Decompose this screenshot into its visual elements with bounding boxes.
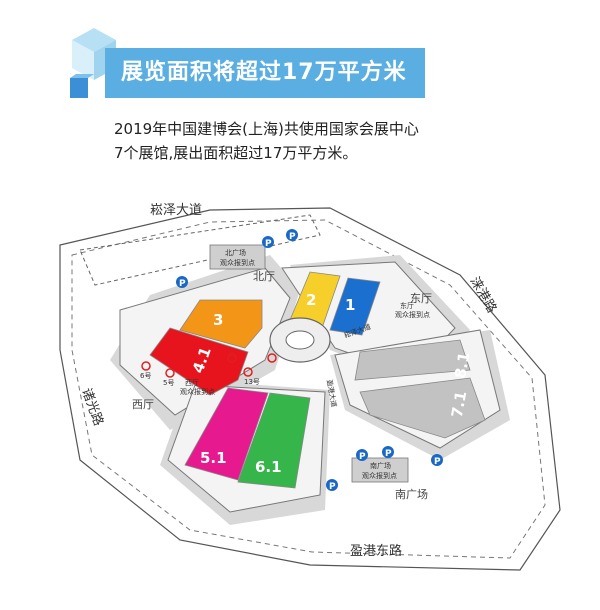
gate-13: 13号 (243, 367, 260, 386)
east-registration[interactable]: 东厅 观众报到点 (395, 301, 430, 319)
north-lot (79, 214, 321, 286)
gate-red-a (227, 353, 237, 363)
hall-2-label: 2 (306, 291, 316, 309)
description-line-2: 7个展馆,展出面积超过17万平方米。 (114, 144, 358, 162)
parking-icon-3: P (176, 276, 188, 289)
road-south: 盈港东路 (350, 543, 402, 559)
parking-icon-4: P (326, 479, 338, 492)
hall-1-label: 1 (345, 296, 355, 314)
hall-6-1[interactable]: 6.1 (237, 392, 311, 489)
outer-road-dashed (71, 219, 546, 559)
hall-7-1-label: 7.1 (448, 390, 470, 419)
hall-5-1[interactable]: 5.1 (184, 387, 269, 481)
hall-7-1[interactable]: 7.1 (359, 377, 486, 439)
svg-text:北广场: 北广场 (225, 248, 246, 257)
central-plaza (269, 317, 331, 363)
svg-text:涞港路: 涞港路 (467, 274, 500, 316)
hall-3[interactable]: 3 (179, 299, 263, 349)
svg-text:观众报到点: 观众报到点 (220, 258, 255, 267)
site-boundary (59, 207, 561, 571)
west-registration[interactable]: 西厅 观众报到点 (180, 379, 215, 396)
svg-text:5号: 5号 (163, 379, 174, 387)
road-north: 崧泽大道 (150, 203, 202, 218)
hall-1[interactable]: 1 (329, 277, 381, 336)
svg-text:西厅: 西厅 (185, 379, 199, 387)
east-hall-label: 东厅 (410, 292, 432, 305)
gate-5: 5号 (163, 368, 175, 387)
svg-text:观众报到点: 观众报到点 (395, 310, 430, 319)
svg-text:东厅: 东厅 (400, 301, 414, 310)
svg-text:6号: 6号 (140, 372, 151, 380)
parking-icon-7: P (431, 454, 443, 467)
svg-text:P: P (329, 482, 336, 492)
description: 2019年中国建博会(上海)共使用国家会展中心 7个展馆,展出面积超过17万平方… (114, 117, 444, 165)
hall-8-1-label: 8.1 (451, 351, 473, 380)
svg-text:P: P (289, 232, 296, 242)
svg-text:13号: 13号 (244, 378, 260, 386)
description-line-1: 2019年中国建博会(上海)共使用国家会展中心 (114, 120, 419, 138)
road-east: 涞港路 (467, 274, 500, 316)
parking-icon-1: P (262, 236, 274, 249)
page-title: 展览面积将超过17万平方米 (105, 48, 425, 98)
hall-8-1[interactable]: 8.1 (354, 339, 473, 381)
svg-text:P: P (434, 457, 441, 467)
hall-4-1[interactable]: 4.1 (149, 327, 249, 396)
north-hall-label: 北厅 (253, 270, 275, 283)
parking-icon-6: P (382, 446, 394, 459)
svg-text:P: P (385, 449, 392, 459)
gate-red-b (267, 353, 277, 363)
parking-icon-2: P (286, 229, 298, 242)
gate-6: 6号 (140, 361, 151, 380)
venue-map: 2 1 3 4.1 8.1 7.1 5.1 6.1 崧泽大道 盈港大道 崧泽大道… (0, 180, 600, 610)
hall-5-1-label: 5.1 (200, 449, 227, 467)
svg-text:观众报到点: 观众报到点 (362, 471, 397, 480)
svg-text:观众报到点: 观众报到点 (180, 387, 215, 396)
west-hall-label: 西厅 (132, 398, 154, 411)
svg-text:P: P (179, 279, 186, 289)
north-registration[interactable]: 北广场 观众报到点 (209, 244, 266, 270)
south-plaza-label: 南广场 (395, 487, 428, 501)
south-registration[interactable]: 南广场 观众报到点 (351, 457, 409, 483)
svg-text:P: P (265, 239, 272, 249)
hall-3-label: 3 (213, 311, 223, 329)
parking-icon-5: P (356, 449, 368, 462)
hall-6-1-label: 6.1 (255, 458, 282, 476)
svg-text:南广场: 南广场 (370, 461, 391, 470)
svg-text:P: P (359, 452, 366, 462)
